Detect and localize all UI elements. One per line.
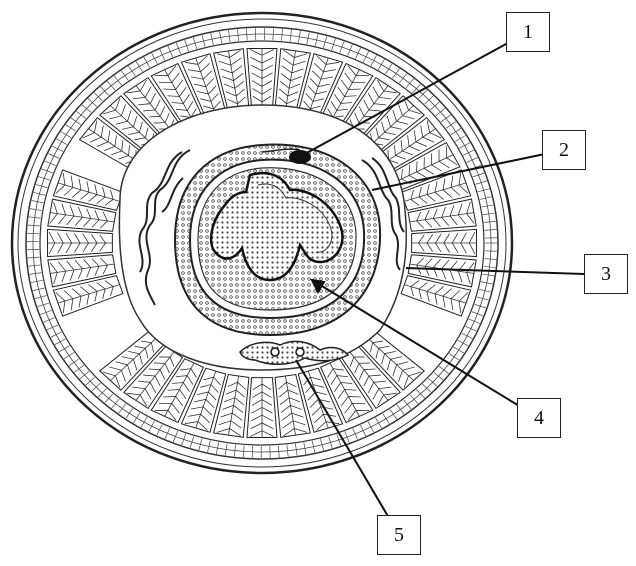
label-box-1: 1 — [506, 12, 550, 52]
label-box-4: 4 — [517, 398, 561, 438]
muscle-block — [47, 229, 112, 256]
label-box-3: 3 — [584, 254, 628, 294]
muscle-block — [412, 229, 477, 256]
muscle-block — [247, 378, 277, 438]
label-box-2: 2 — [542, 130, 586, 170]
muscle-block — [247, 48, 277, 108]
label-box-5: 5 — [377, 515, 421, 555]
